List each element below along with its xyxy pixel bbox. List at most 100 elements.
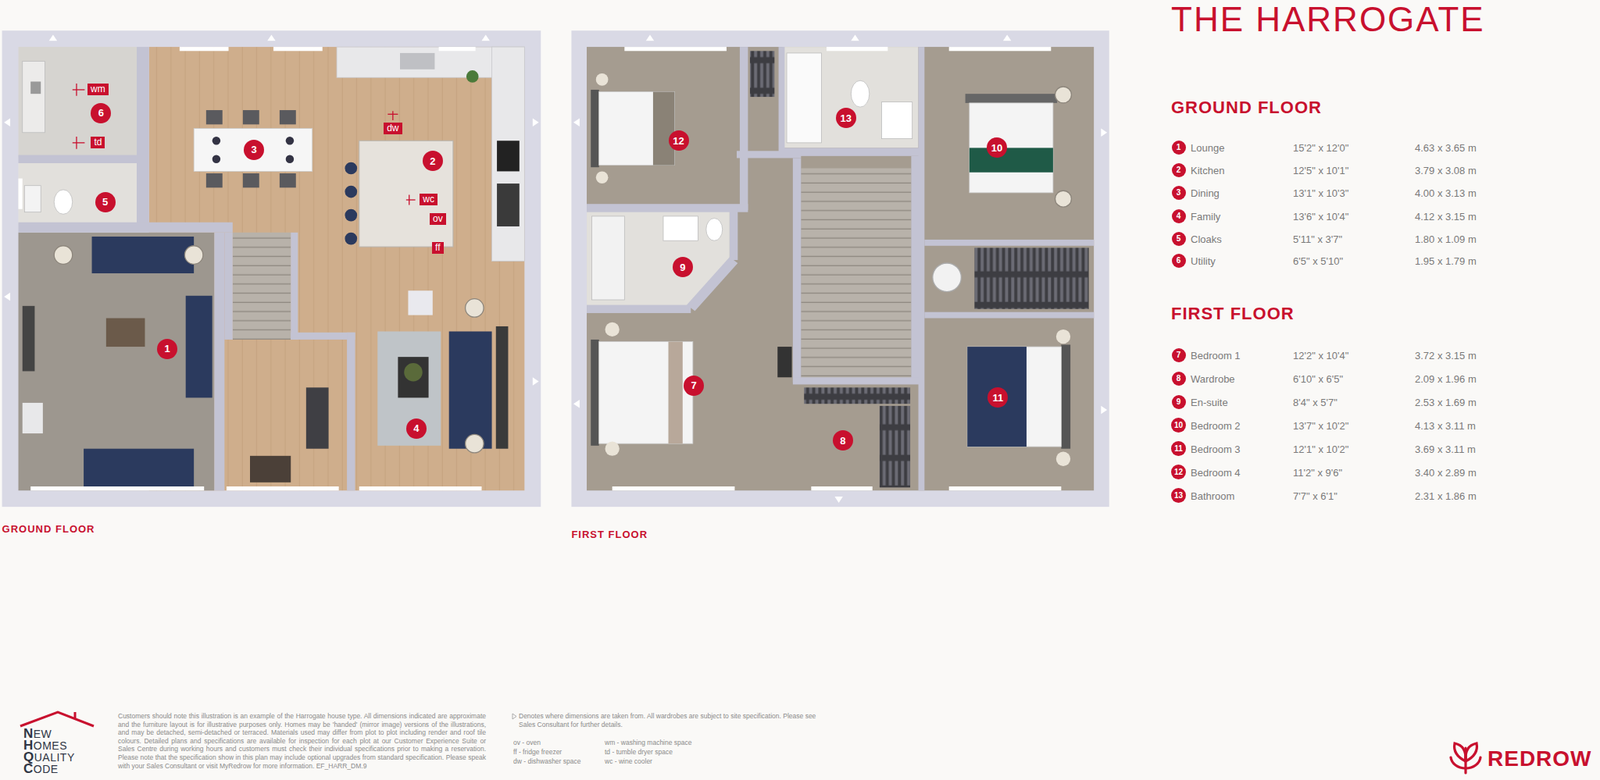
abbreviation-key: dw - dishwasher space [513, 757, 581, 767]
callout-number: 5 [102, 196, 108, 208]
schedule-number: 10 [1171, 417, 1186, 433]
room-name: Lounge [1190, 142, 1225, 154]
callout-number: 4 [1176, 212, 1182, 221]
room-name: Cloaks [1190, 232, 1222, 245]
callout-number: 3 [251, 144, 258, 155]
schedule-number: 6 [1171, 253, 1186, 268]
abbreviation-key: ff - fridge freezer [513, 748, 562, 758]
appliance-code: wc [422, 193, 435, 205]
schedule-number: 2 [1171, 163, 1186, 178]
table-heading: FIRST FLOOR [1171, 303, 1295, 325]
room-number: 5 [95, 192, 116, 213]
room-number: 13 [835, 107, 857, 129]
callout-number: 7 [691, 380, 697, 391]
appliance-tag: wm [87, 83, 109, 96]
logo-text: CODE [23, 763, 59, 776]
appliance-tag: ff [432, 242, 443, 254]
room-name: Bedroom 1 [1190, 349, 1241, 361]
metric-dimension: 3.69 x 3.11 m [1414, 442, 1476, 455]
imperial-dimension: 15'2" x 12'0" [1292, 142, 1349, 154]
room-name: Utility [1190, 255, 1216, 268]
schedule-number: 7 [1171, 348, 1186, 363]
room-name: Wardrobe [1190, 372, 1236, 385]
appliance-code: ff [435, 242, 440, 254]
table-heading: GROUND FLOOR [1171, 97, 1322, 118]
room-number: 10 [986, 137, 1008, 158]
appliance-tag: dw [383, 122, 402, 135]
room-name: Bedroom 2 [1190, 419, 1241, 432]
metric-dimension: 2.31 x 1.86 m [1414, 489, 1477, 502]
room-name: En-suite [1190, 396, 1229, 408]
callout-number: 10 [991, 142, 1003, 154]
callout-number: 9 [1176, 398, 1182, 407]
schedule-number: 13 [1171, 488, 1186, 504]
floor-heading: FIRST FLOOR [571, 528, 648, 541]
imperial-dimension: 12'2" x 10'4" [1292, 349, 1349, 361]
metric-dimension: 2.53 x 1.69 m [1414, 396, 1477, 408]
floor-plan-frame: GROUND FLOOR123456wmtddwwcovff [2, 30, 542, 508]
floor-heading: GROUND FLOOR [2, 523, 96, 536]
callout-number: 13 [1174, 492, 1183, 500]
metric-dimension: 4.63 x 3.65 m [1414, 142, 1477, 154]
callout-number: 2 [1176, 166, 1182, 175]
callout-number: 6 [1176, 257, 1182, 265]
imperial-dimension: 5'11" x 3'7" [1292, 232, 1343, 245]
room-name: Dining [1190, 186, 1220, 199]
schedule-number: 4 [1171, 209, 1186, 224]
room-name: Bedroom 4 [1190, 466, 1241, 479]
appliance-tag: td [90, 136, 105, 149]
callout-number: 9 [679, 262, 686, 273]
schedule-number: 11 [1171, 441, 1186, 457]
metric-dimension: 4.00 x 3.13 m [1414, 186, 1477, 199]
metric-dimension: 4.12 x 3.15 m [1414, 210, 1477, 222]
room-name: Family [1190, 210, 1221, 222]
room-number: 8 [832, 430, 854, 451]
callout-number: 1 [164, 343, 171, 354]
schedule-number: 9 [1171, 395, 1186, 410]
appliance-tag: wc [419, 193, 438, 206]
callout-number: 10 [1174, 421, 1183, 430]
abbreviation-key: td - tumble dryer space [604, 748, 673, 758]
abbreviation-key: ov - oven [513, 739, 541, 748]
room-name: Bedroom 3 [1190, 442, 1241, 455]
imperial-dimension: 13'7" x 10'2" [1292, 419, 1349, 432]
callout-number: 4 [413, 423, 419, 434]
room-number: 7 [683, 375, 704, 397]
plan-title: THE HARROGATE [1171, 0, 1486, 40]
callout-number: 12 [672, 135, 684, 147]
floor-plan-frame: FIRST FLOOR78910111213 [571, 30, 1109, 508]
appliance-code: td [93, 136, 102, 148]
metric-dimension: 1.95 x 1.79 m [1414, 255, 1477, 268]
callout-number: 8 [839, 435, 846, 447]
abbreviation-key: wc - wine cooler [604, 757, 653, 767]
imperial-dimension: 13'6" x 10'4" [1292, 210, 1349, 222]
callout-number: 1 [1176, 143, 1182, 152]
appliance-tag: ov [429, 213, 447, 225]
appliance-code: dw [386, 122, 399, 134]
room-number: 2 [422, 150, 443, 172]
brand-logo-text: REDROW [1487, 746, 1593, 772]
room-number: 4 [406, 418, 427, 440]
imperial-dimension: 12'1" x 10'2" [1292, 442, 1349, 455]
imperial-dimension: 13'1" x 10'3" [1292, 186, 1349, 199]
callout-number: 12 [1174, 468, 1183, 477]
dimension-marker [511, 713, 518, 721]
callout-number: 13 [840, 113, 852, 124]
appliance-code: wm [90, 83, 106, 95]
schedule-number: 12 [1171, 464, 1186, 480]
room-number: 11 [987, 387, 1008, 408]
room-number: 3 [243, 139, 265, 161]
schedule-number: 3 [1171, 185, 1186, 200]
imperial-dimension: 12'5" x 10'1" [1292, 164, 1349, 177]
callout-number: 2 [429, 156, 436, 167]
room-number: 12 [668, 130, 690, 151]
callout-number: 11 [992, 392, 1004, 404]
metric-dimension: 3.40 x 2.89 m [1414, 466, 1477, 479]
room-number: 9 [672, 257, 693, 278]
imperial-dimension: 7'7" x 6'1" [1292, 489, 1338, 502]
metric-dimension: 3.79 x 3.08 m [1414, 164, 1477, 177]
callout-number: 5 [1176, 235, 1182, 243]
schedule-number: 5 [1171, 232, 1186, 247]
imperial-dimension: 6'10" x 6'5" [1292, 372, 1343, 385]
